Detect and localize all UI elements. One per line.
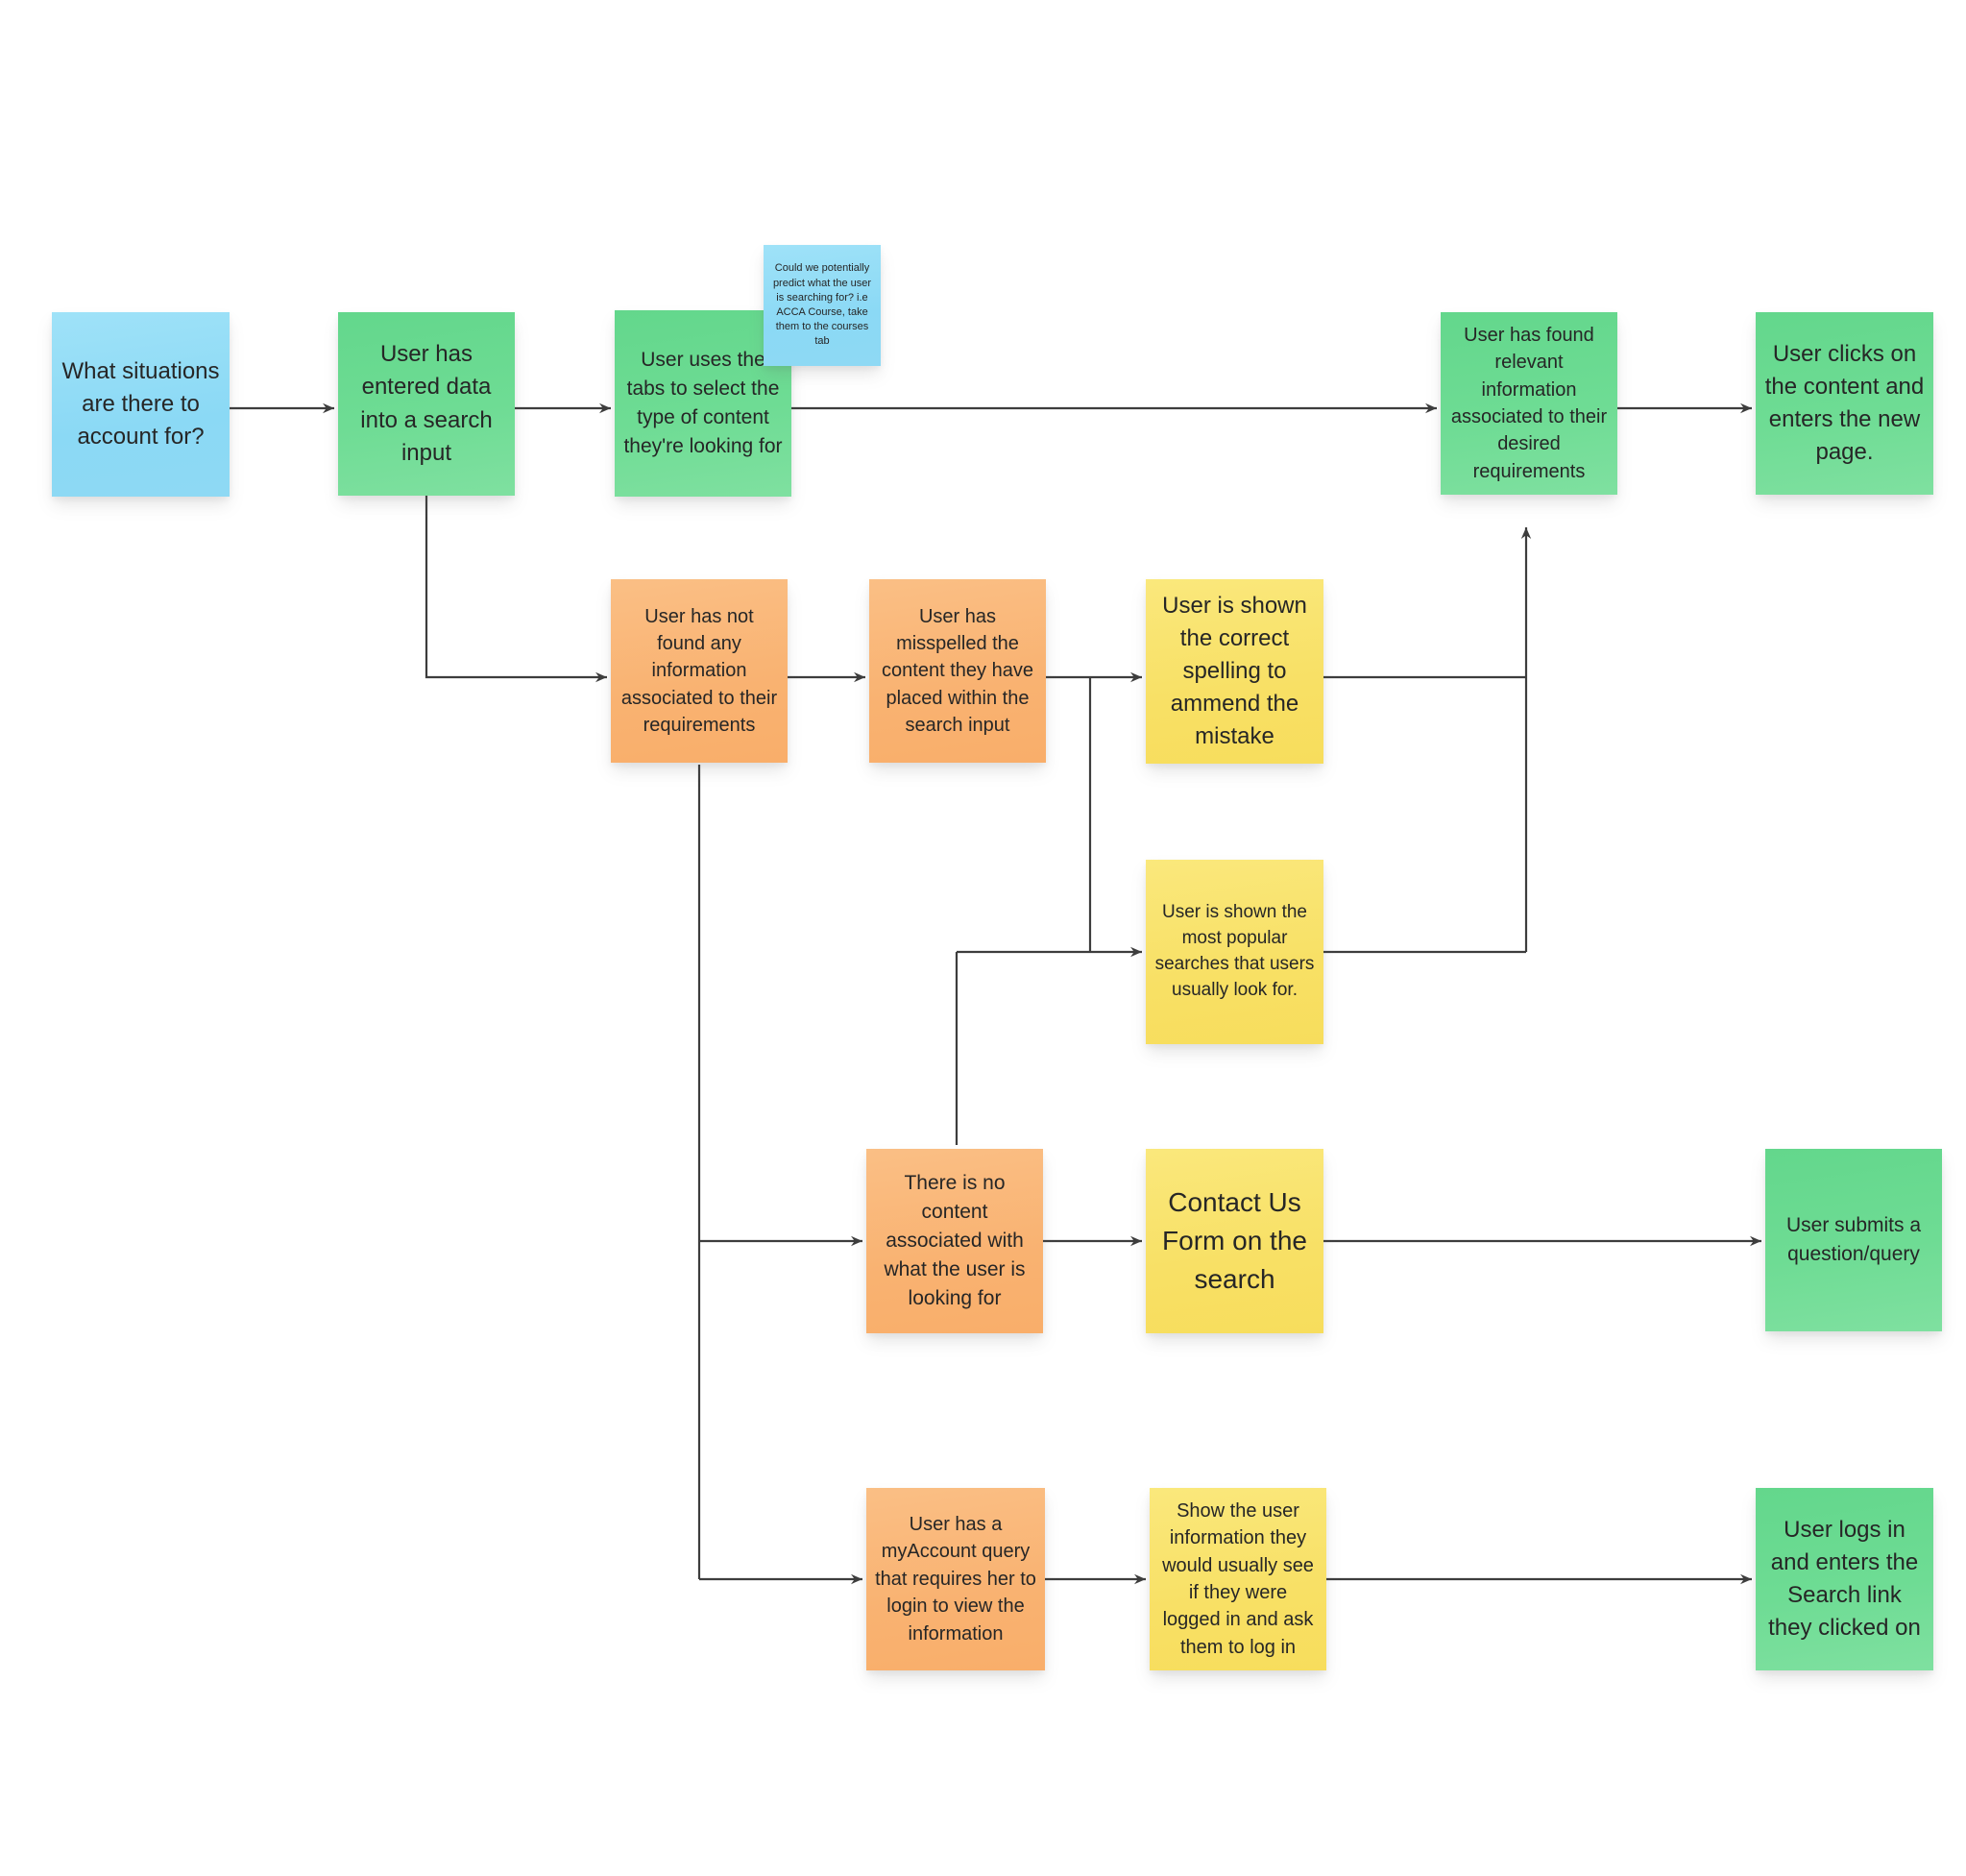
sticky-note-show-info-login[interactable]: Show the user information they would usu… [1150, 1488, 1326, 1670]
sticky-note-contact-us-form[interactable]: Contact Us Form on the search [1146, 1149, 1323, 1333]
sticky-note-text: What situations are there to account for… [61, 357, 220, 451]
sticky-note-text: User clicks on the content and enters th… [1764, 340, 1925, 466]
sticky-note-logs-in[interactable]: User logs in and enters the Search link … [1756, 1488, 1933, 1670]
sticky-note-text: User has found relevant information asso… [1450, 324, 1608, 482]
sticky-note-text: Contact Us Form on the search [1162, 1187, 1307, 1294]
sticky-note-clicks-content[interactable]: User clicks on the content and enters th… [1756, 312, 1933, 495]
sticky-note-text: Could we potentially predict what the us… [772, 262, 872, 348]
sticky-note-myaccount-query[interactable]: User has a myAccount query that requires… [866, 1488, 1045, 1670]
sticky-note-popular-searches[interactable]: User is shown the most popular searches … [1146, 860, 1323, 1044]
sticky-note-no-content[interactable]: There is no content associated with what… [866, 1149, 1043, 1333]
sticky-note-found-relevant[interactable]: User has found relevant information asso… [1441, 312, 1617, 495]
sticky-note-predict-search[interactable]: Could we potentially predict what the us… [764, 245, 881, 366]
sticky-note-text: User uses the tabs to select the type of… [623, 349, 783, 457]
sticky-note-text: There is no content associated with what… [884, 1172, 1026, 1309]
sticky-note-text: Show the user information they would usu… [1162, 1499, 1314, 1658]
sticky-note-text: User submits a question/query [1785, 1214, 1922, 1265]
sticky-note-what-situations[interactable]: What situations are there to account for… [52, 312, 230, 497]
sticky-note-text: User has entered data into a search inpu… [360, 341, 493, 466]
sticky-note-text: User logs in and enters the Search link … [1768, 1516, 1921, 1642]
sticky-note-uses-tabs[interactable]: User uses the tabs to select the type of… [615, 310, 791, 497]
sticky-note-text: User has a myAccount query that requires… [875, 1514, 1036, 1645]
sticky-note-entered-data[interactable]: User has entered data into a search inpu… [338, 312, 515, 496]
sticky-note-misspelled[interactable]: User has misspelled the content they hav… [869, 579, 1046, 763]
sticky-note-text: User has misspelled the content they hav… [882, 605, 1033, 737]
sticky-note-text: User is shown the correct spelling to am… [1162, 592, 1307, 750]
sticky-note-correct-spelling[interactable]: User is shown the correct spelling to am… [1146, 579, 1323, 764]
sticky-note-text: User has not found any information assoc… [620, 605, 778, 737]
connector-entered-to-notfound[interactable] [425, 496, 607, 683]
sticky-note-not-found-info[interactable]: User has not found any information assoc… [611, 579, 788, 763]
sticky-note-text: User is shown the most popular searches … [1154, 902, 1315, 1000]
sticky-note-submits-query[interactable]: User submits a question/query [1765, 1149, 1942, 1331]
